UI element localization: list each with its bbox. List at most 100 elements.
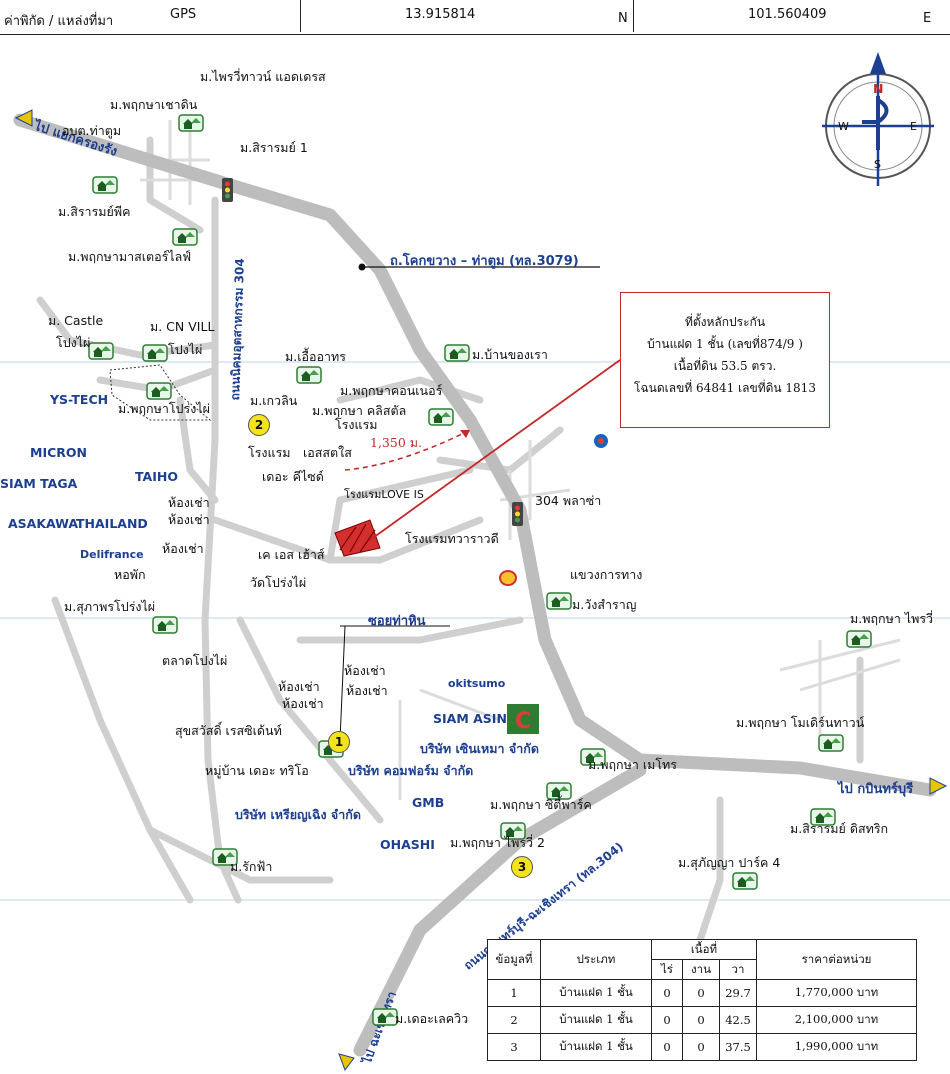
cell-type: บ้านแฝด 1 ชั้น (540, 979, 652, 1007)
collateral-info-box: ที่ตั้งหลักประกัน บ้านแฝด 1 ชั้น (เลขที่… (620, 292, 830, 428)
place-label: ห้องเช่า (282, 696, 324, 711)
village-house-icon (444, 344, 470, 362)
soi-pointer (339, 625, 346, 741)
compass-rose-icon (822, 52, 934, 186)
place-label: ห้องเช่า (168, 495, 210, 510)
place-label: ม.รักฟ้า (230, 859, 273, 874)
cell-wa: 42.5 (719, 1006, 757, 1034)
place-label: ม.สุภาพรโปร่งไผ่ (64, 599, 156, 614)
arrow-to-krong (14, 109, 33, 127)
place-label: ห้องเช่า (168, 512, 210, 527)
place-label: ม.สิรารมย์พีค (58, 204, 131, 219)
marker-2: 2 (248, 414, 270, 436)
info-line-2: บ้านแฝด 1 ชั้น (เลขที่874/9 ) (647, 337, 803, 351)
distance-label: 1,350 ม. (370, 435, 422, 450)
arrow-to-chachoeng (338, 1053, 355, 1072)
company-label: บริษัท คอมฟอร์ม จำกัด (348, 763, 474, 778)
company-label: Delifrance (80, 548, 144, 561)
village-house-icon (212, 848, 238, 866)
comparison-table: ข้อมูลที่ ประเภท เนื้อที่ ราคาต่อหน่วย ไ… (487, 939, 917, 1061)
company-label: GMB (412, 795, 445, 810)
shell-station-icon (499, 570, 517, 586)
place-label: โปงไผ่ (56, 335, 91, 350)
marker-3: 3 (511, 856, 533, 878)
place-label: อบต.ท่าตูม (62, 123, 122, 138)
place-label: หมู่บ้าน เดอะ ทริโอ (205, 763, 309, 778)
cell-ngan: 0 (682, 1033, 720, 1061)
svg-text:C: C (515, 709, 531, 734)
leader-line (369, 359, 621, 541)
place-label: ม. CN VILL (150, 319, 215, 334)
place-label: ม.พฤกษา ไพรวี่ (850, 611, 934, 626)
place-label: 304 พลาซ่า (535, 493, 602, 508)
cell-price: 1,990,000 บาท (756, 1033, 917, 1061)
place-label: ม.พฤกษา เมโทร (588, 757, 678, 772)
place-label: โรงแรม (248, 445, 291, 460)
cell-ngan: 0 (682, 1006, 720, 1034)
company-label: MICRON (30, 445, 87, 460)
distance-arrow (460, 430, 470, 438)
place-label: ห้องเช่า (278, 679, 320, 694)
place-label: เดอะ คีไซด์ (262, 469, 324, 484)
th-area: เนื้อที่ (651, 939, 757, 960)
company-label: บริษัท เซินเหมา จำกัด (420, 741, 539, 756)
place-label: โรงแรมLOVE IS (344, 488, 424, 501)
th-price: ราคาต่อหน่วย (756, 939, 917, 980)
village-house-icon (732, 872, 758, 890)
cell-price: 1,770,000 บาท (756, 979, 917, 1007)
village-house-icon (846, 630, 872, 648)
cell-no: 2 (487, 1006, 541, 1034)
place-label: ห้องเช่า (344, 663, 386, 678)
place-label: ม.สุภัญญา ปาร์ค 4 (678, 855, 781, 870)
cell-ngan: 0 (682, 979, 720, 1007)
village-house-icon (428, 408, 454, 426)
info-line-3: เนื้อที่ดิน 53.5 ตรว. (673, 359, 777, 373)
village-house-icon (810, 808, 836, 826)
company-label: YS-TECH (50, 392, 109, 407)
cell-rai: 0 (651, 979, 683, 1007)
place-label: ม.เกวลิน (250, 393, 298, 408)
header-source: GPS (170, 7, 197, 22)
village-house-icon (500, 822, 526, 840)
place-label: วัดโปร่งไผ่ (250, 575, 307, 590)
company-label: TAIHO (135, 469, 178, 484)
dotted-zone (109, 364, 212, 421)
place-label: โรงแรม (335, 417, 378, 432)
place-label: ม.พฤกษาคอนเนอร์ (340, 383, 443, 398)
village-house-icon (546, 782, 572, 800)
cell-rai: 0 (651, 1033, 683, 1061)
company-label: okitsumo (448, 677, 506, 690)
village-house-icon (178, 114, 204, 132)
cell-no: 1 (487, 979, 541, 1007)
distance-path (344, 429, 471, 471)
place-label: เค เอส เฮ้าส์ (258, 547, 325, 562)
cell-rai: 0 (651, 1006, 683, 1034)
place-label: ม.พฤกษามาสเตอร์ไลฟ์ (68, 249, 192, 264)
place-label: ม.พฤกษา โมเดิร์นทาวน์ (736, 715, 865, 730)
th-wa: วา (719, 959, 757, 980)
place-label: ม.พฤกษา คลิสตัล (312, 403, 407, 418)
road-3079-label: ถ.โคกขวาง – ท่าตูม (ทล.3079) (390, 254, 579, 269)
header-lat-cell: 13.915814 N (300, 0, 634, 32)
company-label: OHASHI (380, 837, 435, 852)
soi-label: ซอยท่าหิน (368, 614, 426, 629)
main-highways (13, 113, 937, 1057)
header-lon-cell: 101.560409 E (633, 0, 950, 32)
village-house-icon (88, 342, 114, 360)
place-label: ม.พฤกษา ซิตี้พาร์ค (490, 797, 592, 812)
compass-s: S (874, 158, 881, 171)
place-label: ม.สิรารมย์ ดิสทริก (790, 821, 889, 836)
th-rai: ไร่ (651, 959, 683, 980)
place-label: ม.พฤกษาเชาดิน (110, 97, 198, 112)
map-canvas: C (0, 52, 950, 1072)
company-label: SIAM ASIN (433, 711, 507, 726)
village-house-icon (580, 748, 606, 766)
place-label: ม.ไพรวี่ทาวน์ แอดเดรส (200, 69, 326, 84)
r3079-dot (358, 263, 366, 271)
place-label: แขวงการทาง (570, 567, 643, 582)
village-house-icon (92, 176, 118, 194)
place-label: ห้องเช่า (346, 683, 388, 698)
cell-price: 2,100,000 บาท (756, 1006, 917, 1034)
company-label: บริษัท เหรียญเฉิง จำกัด (235, 807, 361, 822)
place-label: ม.พฤกษาโปร่งไผ่ (118, 401, 210, 416)
